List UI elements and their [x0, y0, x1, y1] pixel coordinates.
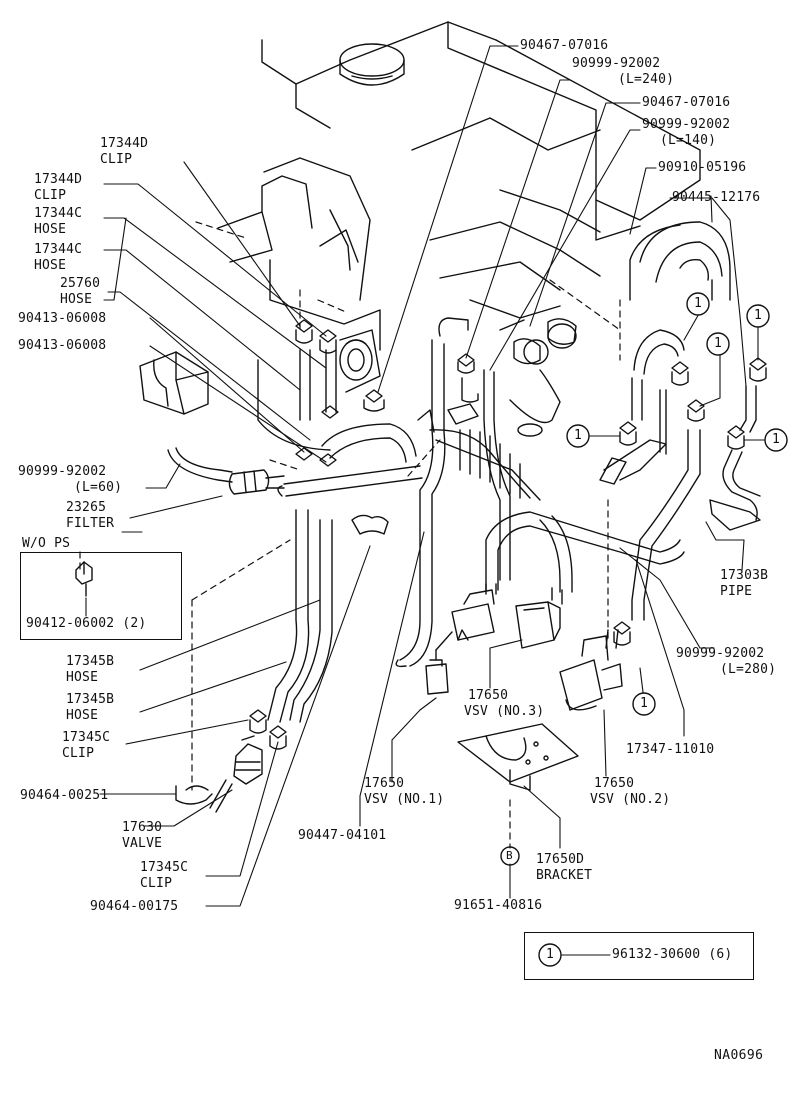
callout-1: 1	[754, 308, 763, 323]
bracket-17650d	[457, 723, 579, 791]
label-l140: (L=140)	[660, 133, 717, 148]
label-17345c-1: 17345C	[62, 730, 111, 745]
callout-1: 1	[574, 428, 583, 443]
label-filter: FILTER	[66, 516, 115, 531]
timing-pulley	[629, 221, 731, 301]
label-wo-ps: W/O PS	[22, 536, 71, 551]
label-17630: 17630	[122, 820, 163, 835]
label-vsv-no3: VSV (NO.3)	[464, 704, 545, 719]
label-17347-11010: 17347-11010	[626, 742, 715, 757]
label-17650-1: 17650	[364, 776, 405, 791]
label-17303b: 17303B	[720, 568, 769, 583]
label-90464-00251: 90464-00251	[20, 788, 109, 803]
label-23265: 23265	[66, 500, 107, 515]
label-valve: VALVE	[122, 836, 163, 851]
callout-1: 1	[640, 696, 649, 711]
label-hose-4: HOSE	[66, 670, 99, 685]
label-clip-2: CLIP	[34, 188, 67, 203]
upper-bracket	[139, 351, 209, 415]
callout-1: 1	[772, 432, 781, 447]
vsv-no2	[559, 629, 623, 711]
label-90447-04101: 90447-04101	[298, 828, 387, 843]
label-17650-2: 17650	[594, 776, 635, 791]
legend-box	[524, 932, 754, 980]
label-vsv-no2: VSV (NO.2)	[590, 792, 671, 807]
label-90999-92002-140: 90999-92002	[642, 117, 731, 132]
label-clip-1: CLIP	[100, 152, 133, 167]
label-17345c-2: 17345C	[140, 860, 189, 875]
label-90910-05196: 90910-05196	[658, 160, 747, 175]
label-91651-40816: 91651-40816	[454, 898, 543, 913]
label-90999-92002-280: 90999-92002	[676, 646, 765, 661]
label-90999-92002-60: 90999-92002	[18, 464, 107, 479]
label-17344d-2: 17344D	[34, 172, 83, 187]
label-clip-4: CLIP	[140, 876, 173, 891]
leader-lines	[85, 45, 767, 956]
label-90413-06008-b: 90413-06008	[18, 338, 107, 353]
legend-part-number: 96132-30600 (6)	[612, 947, 733, 962]
label-l240: (L=240)	[618, 72, 675, 87]
label-90445-12176: 90445-12176	[672, 190, 761, 205]
vsv-no1	[425, 631, 453, 695]
label-17650-3: 17650	[468, 688, 509, 703]
label-90467-07016-a: 90467-07016	[520, 38, 609, 53]
label-17345b-1: 17345B	[66, 654, 115, 669]
label-25760: 25760	[60, 276, 101, 291]
vacuum-pipe	[599, 389, 667, 485]
label-90464-00175: 90464-00175	[90, 899, 179, 914]
valve-17630	[209, 735, 263, 813]
reference-dashes	[79, 221, 621, 849]
clips	[175, 318, 767, 805]
label-hose-2: HOSE	[34, 258, 67, 273]
label-90413-06008-a: 90413-06008	[18, 311, 107, 326]
label-hose-3: HOSE	[60, 292, 93, 307]
legend-marker: 1	[546, 947, 555, 962]
label-clip-3: CLIP	[62, 746, 95, 761]
label-l280: (L=280)	[720, 662, 777, 677]
callout-1: 1	[694, 296, 703, 311]
label-90467-07016-b: 90467-07016	[642, 95, 731, 110]
label-90999-92002-240: 90999-92002	[572, 56, 661, 71]
fitting-90412	[75, 561, 93, 597]
label-hose-1: HOSE	[34, 222, 67, 237]
diagram-code: NA0696	[714, 1048, 764, 1063]
bolt-marker: B	[506, 849, 513, 862]
label-hose-5: HOSE	[66, 708, 99, 723]
label-pipe: PIPE	[720, 584, 753, 599]
label-17650d: 17650D	[536, 852, 585, 867]
filter-23265	[228, 469, 285, 495]
label-17344c-1: 17344C	[34, 206, 83, 221]
label-vsv-no1: VSV (NO.1)	[364, 792, 445, 807]
label-90412-06002: 90412-06002 (2)	[26, 616, 147, 631]
callout-1: 1	[714, 336, 723, 351]
vsv-no3-pair	[451, 583, 563, 649]
label-l60: (L=60)	[74, 480, 123, 495]
callout-markers	[538, 292, 788, 967]
inset-wo-ps	[20, 552, 182, 640]
label-17344d-1: 17344D	[100, 136, 149, 151]
vacuum-hoses	[167, 317, 761, 723]
label-17344c-2: 17344C	[34, 242, 83, 257]
label-bracket: BRACKET	[536, 868, 593, 883]
label-17345b-2: 17345B	[66, 692, 115, 707]
